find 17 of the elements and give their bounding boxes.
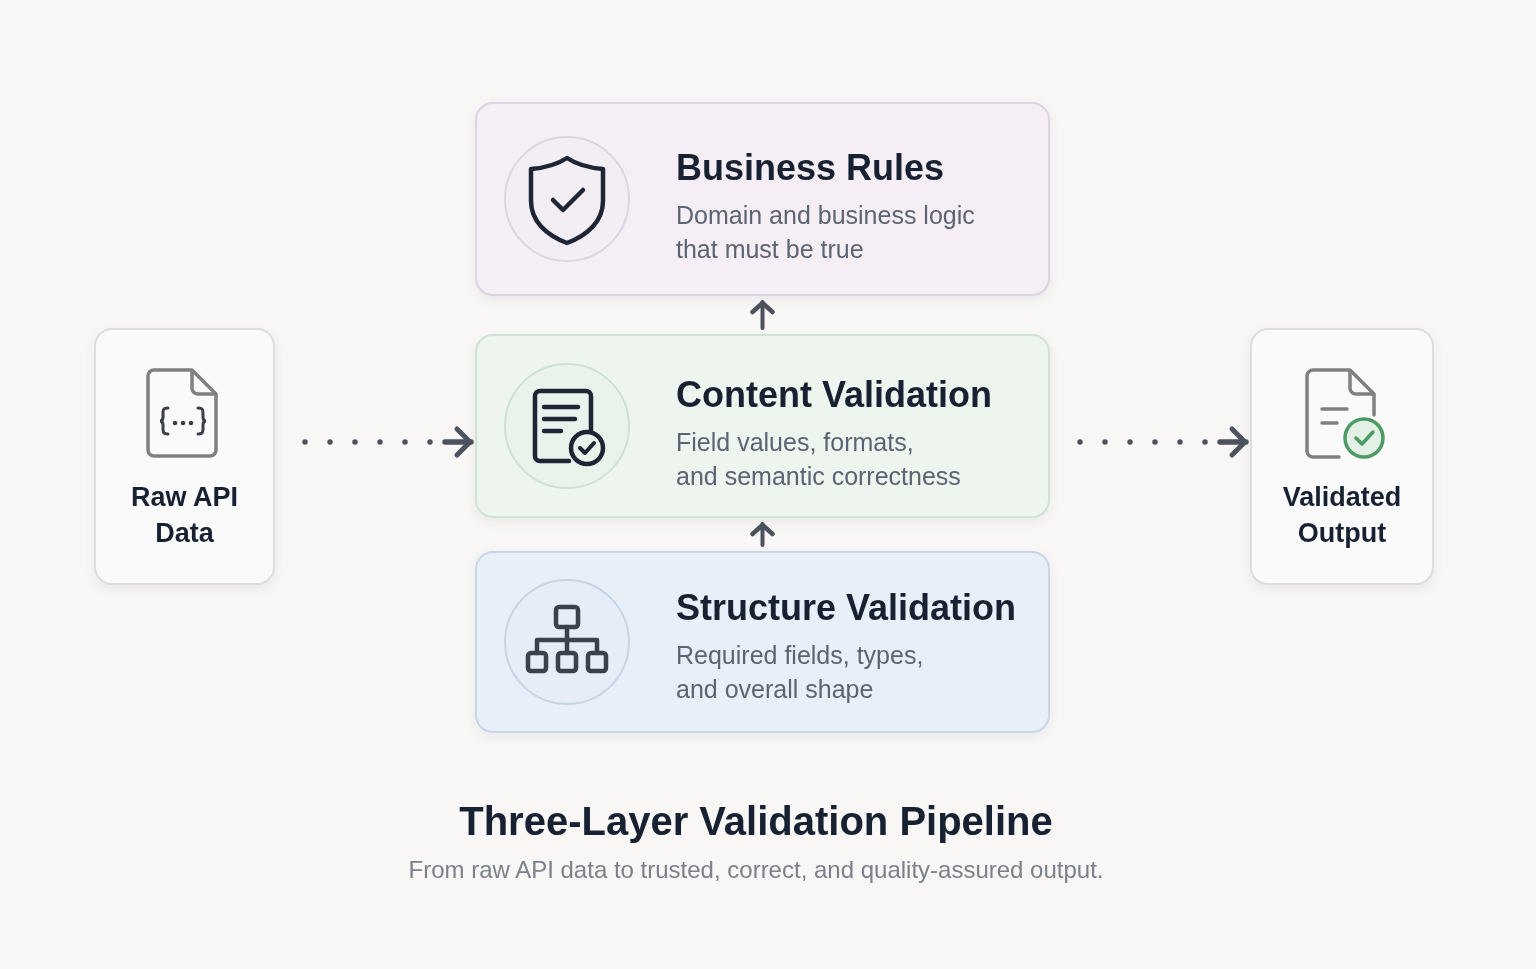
arrow <box>750 300 775 330</box>
arrow <box>750 522 775 547</box>
card-title: Business Rules <box>676 147 945 189</box>
card-description: Field values, formats, and semantic correctness <box>676 427 962 492</box>
card-label: Raw API Data <box>130 481 239 550</box>
layer-card <box>475 102 1050 296</box>
card-title: Structure Validation <box>676 587 1017 629</box>
card-description: Required fields, types, and overall shape <box>676 640 925 705</box>
source-card <box>94 328 275 585</box>
diagram-caption: From raw API data to trusted, correct, and quality-assured output. <box>408 855 1104 885</box>
card-description: Domain and business logic that must be true <box>676 200 976 265</box>
diagram-title: Three-Layer Validation Pipeline <box>459 798 1053 845</box>
card-label: Validated Output <box>1281 481 1403 550</box>
layer-card <box>475 334 1050 518</box>
card-title: Content Validation <box>676 374 992 416</box>
output-card <box>1250 328 1434 585</box>
layer-card <box>475 551 1050 733</box>
